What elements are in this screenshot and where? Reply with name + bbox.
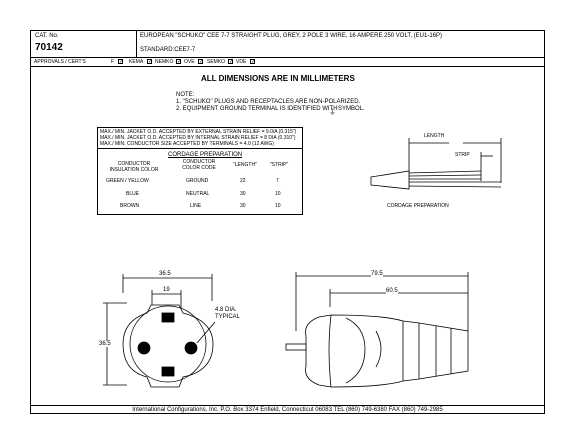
- approval-nemko-check-icon: ✓: [176, 59, 182, 65]
- front-width-dim: 36.5: [159, 271, 171, 277]
- note-2: 2. EQUIPMENT GROUND TERMINAL IS IDENTIFI…: [176, 106, 338, 112]
- note-label: NOTE:: [176, 92, 195, 98]
- approval-f: F: [111, 59, 115, 65]
- cordage-diagram: [370, 138, 502, 190]
- col-length: "LENGTH": [233, 162, 257, 168]
- row-3-code: LINE: [190, 203, 202, 209]
- approval-vde-check-icon: ✓: [250, 59, 256, 65]
- side-total-dim: 79.5: [371, 271, 383, 277]
- spec-divider: [98, 148, 302, 149]
- approval-semko-check-icon: ✓: [228, 59, 234, 65]
- strip-label: STRIP: [455, 152, 470, 158]
- row-1-length: 22: [240, 178, 246, 184]
- row-3-length: 30: [240, 203, 246, 209]
- note-2-end: SYMBOL.: [338, 106, 365, 112]
- cordage-box: MAX./ MIN. JACKET O.D. ACCEPTED BY EXTER…: [97, 127, 303, 215]
- col-strip: "STRIP": [270, 162, 289, 168]
- approval-ove: OVE: [184, 59, 195, 65]
- approvals-bar: APPROVALS / CERT'S F ✓ KEMA ✓ NEMKO ✓ OV…: [31, 58, 544, 67]
- pin-note-1: 4.8 DIA.: [215, 307, 237, 313]
- row-1-color: GREEN / YELLOW: [106, 178, 149, 184]
- front-pin-dim: 19: [163, 287, 170, 293]
- spec-line-2: MAX./ MIN. JACKET O.D. ACCEPTED BY INTER…: [100, 135, 296, 141]
- cordage-title: CORDAGE PREPARATION: [168, 152, 243, 158]
- product-description: EUROPEAN "SCHUKO" CEE 7-7 STRAIGHT PLUG,…: [140, 33, 443, 39]
- row-1-code: GROUND: [186, 178, 209, 184]
- row-3-color: BROWN: [120, 203, 140, 209]
- technical-drawing: [103, 138, 502, 388]
- approval-f-check-icon: ✓: [118, 59, 124, 65]
- col-insulation-color: CONDUCTOR INSULATION COLOR: [109, 161, 159, 173]
- cat-number: 70142: [35, 42, 63, 53]
- approval-kema: KEMA: [129, 59, 144, 65]
- side-view: [285, 272, 469, 388]
- title-block: CAT. No. 70142 EUROPEAN "SCHUKO" CEE 7-7…: [31, 31, 544, 58]
- approval-ove-check-icon: ✓: [198, 59, 204, 65]
- spec-line-3: MAX./ MIN. CONDUCTOR SIZE ACCEPTED BY TE…: [100, 141, 274, 147]
- approval-kema-check-icon: ✓: [147, 59, 153, 65]
- front-view: [103, 274, 216, 388]
- approval-vde: VDE: [236, 59, 247, 65]
- front-height-dim: 36.5: [99, 341, 111, 347]
- row-2-code: NEUTRAL: [186, 191, 210, 197]
- row-1-strip: 7: [276, 178, 279, 184]
- drawing-frame: CAT. No. 70142 EUROPEAN "SCHUKO" CEE 7-7…: [30, 30, 545, 414]
- length-label: LENGTH: [424, 133, 445, 139]
- cat-label: CAT. No.: [35, 33, 59, 39]
- pin-note-2: TYPICAL: [215, 314, 241, 320]
- side-body-dim: 60.5: [386, 288, 398, 294]
- catalog-cell: CAT. No. 70142: [31, 31, 137, 57]
- units-title: ALL DIMENSIONS ARE IN MILLIMETERS: [201, 74, 355, 83]
- spec-line-1: MAX./ MIN. JACKET O.D. ACCEPTED BY EXTER…: [100, 129, 297, 135]
- standard-label: STANDARD:CEE7-7: [140, 47, 196, 53]
- ground-symbol-icon: ⏚: [329, 109, 336, 116]
- approval-semko: SEMKO: [207, 59, 226, 65]
- footer: International Configurations, Inc. P.O. …: [31, 405, 544, 415]
- row-3-strip: 10: [275, 203, 281, 209]
- row-2-strip: 10: [275, 191, 281, 197]
- approvals-label: APPROVALS / CERT'S: [34, 59, 86, 65]
- cordage-diagram-label: CORDAGE PREPARATION: [387, 203, 449, 209]
- row-2-color: BLUE: [126, 191, 140, 197]
- col-color-code: CONDUCTOR COLOR CODE: [182, 159, 216, 171]
- approval-nemko: NEMKO: [155, 59, 174, 65]
- row-2-length: 30: [240, 191, 246, 197]
- note-1: 1. "SCHUKO" PLUGS AND RECEPTACLES ARE NO…: [176, 99, 361, 105]
